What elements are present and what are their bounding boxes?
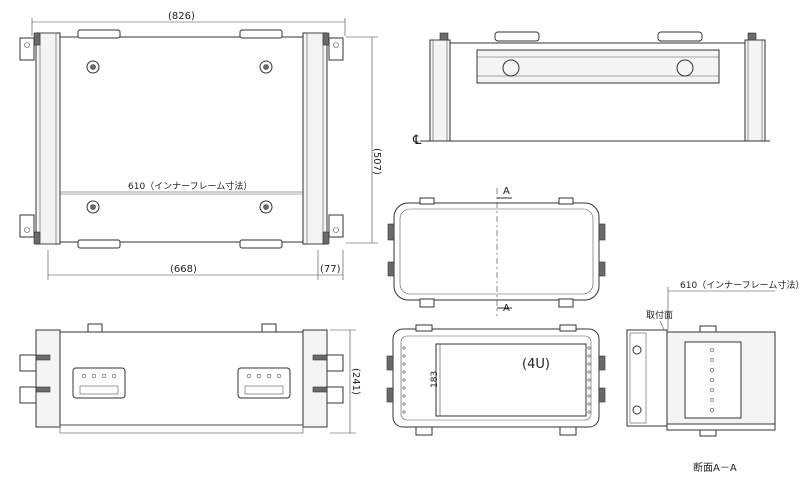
rear-view: ℄ [412, 31, 770, 148]
section-frame-note: 610（インナーフレーム寸法） [680, 279, 804, 291]
section-title: 断面A－A [693, 461, 737, 474]
end-view: 183 (4U) [386, 324, 606, 436]
top-view: (826) (507) [19, 11, 382, 280]
section-holes [710, 348, 714, 412]
dim-side-margin: (77) [320, 264, 341, 275]
dim-inner-frame: 610（インナーフレーム寸法） [128, 180, 252, 192]
rack-holes-left [402, 346, 406, 414]
front-view: (241) [19, 323, 361, 434]
centerline-mark: ℄ [412, 133, 422, 148]
mount-face-label: 取付面 [646, 310, 673, 321]
side-view: A A [387, 186, 606, 316]
dim-width-overall: (826) [168, 11, 195, 22]
dim-depth-overall: (507) [371, 148, 382, 175]
rack-units-label: (4U) [522, 357, 550, 372]
rack-holes-right [587, 346, 591, 414]
dim-inner-height: 183 [430, 371, 440, 388]
section-label-top: A [503, 186, 510, 197]
dim-width-inner: (668) [170, 264, 197, 275]
section-view: 610（インナーフレーム寸法） 取付面 断面A－A [626, 279, 804, 474]
dim-height: (241) [350, 368, 361, 395]
section-label-bottom: A [503, 303, 510, 314]
